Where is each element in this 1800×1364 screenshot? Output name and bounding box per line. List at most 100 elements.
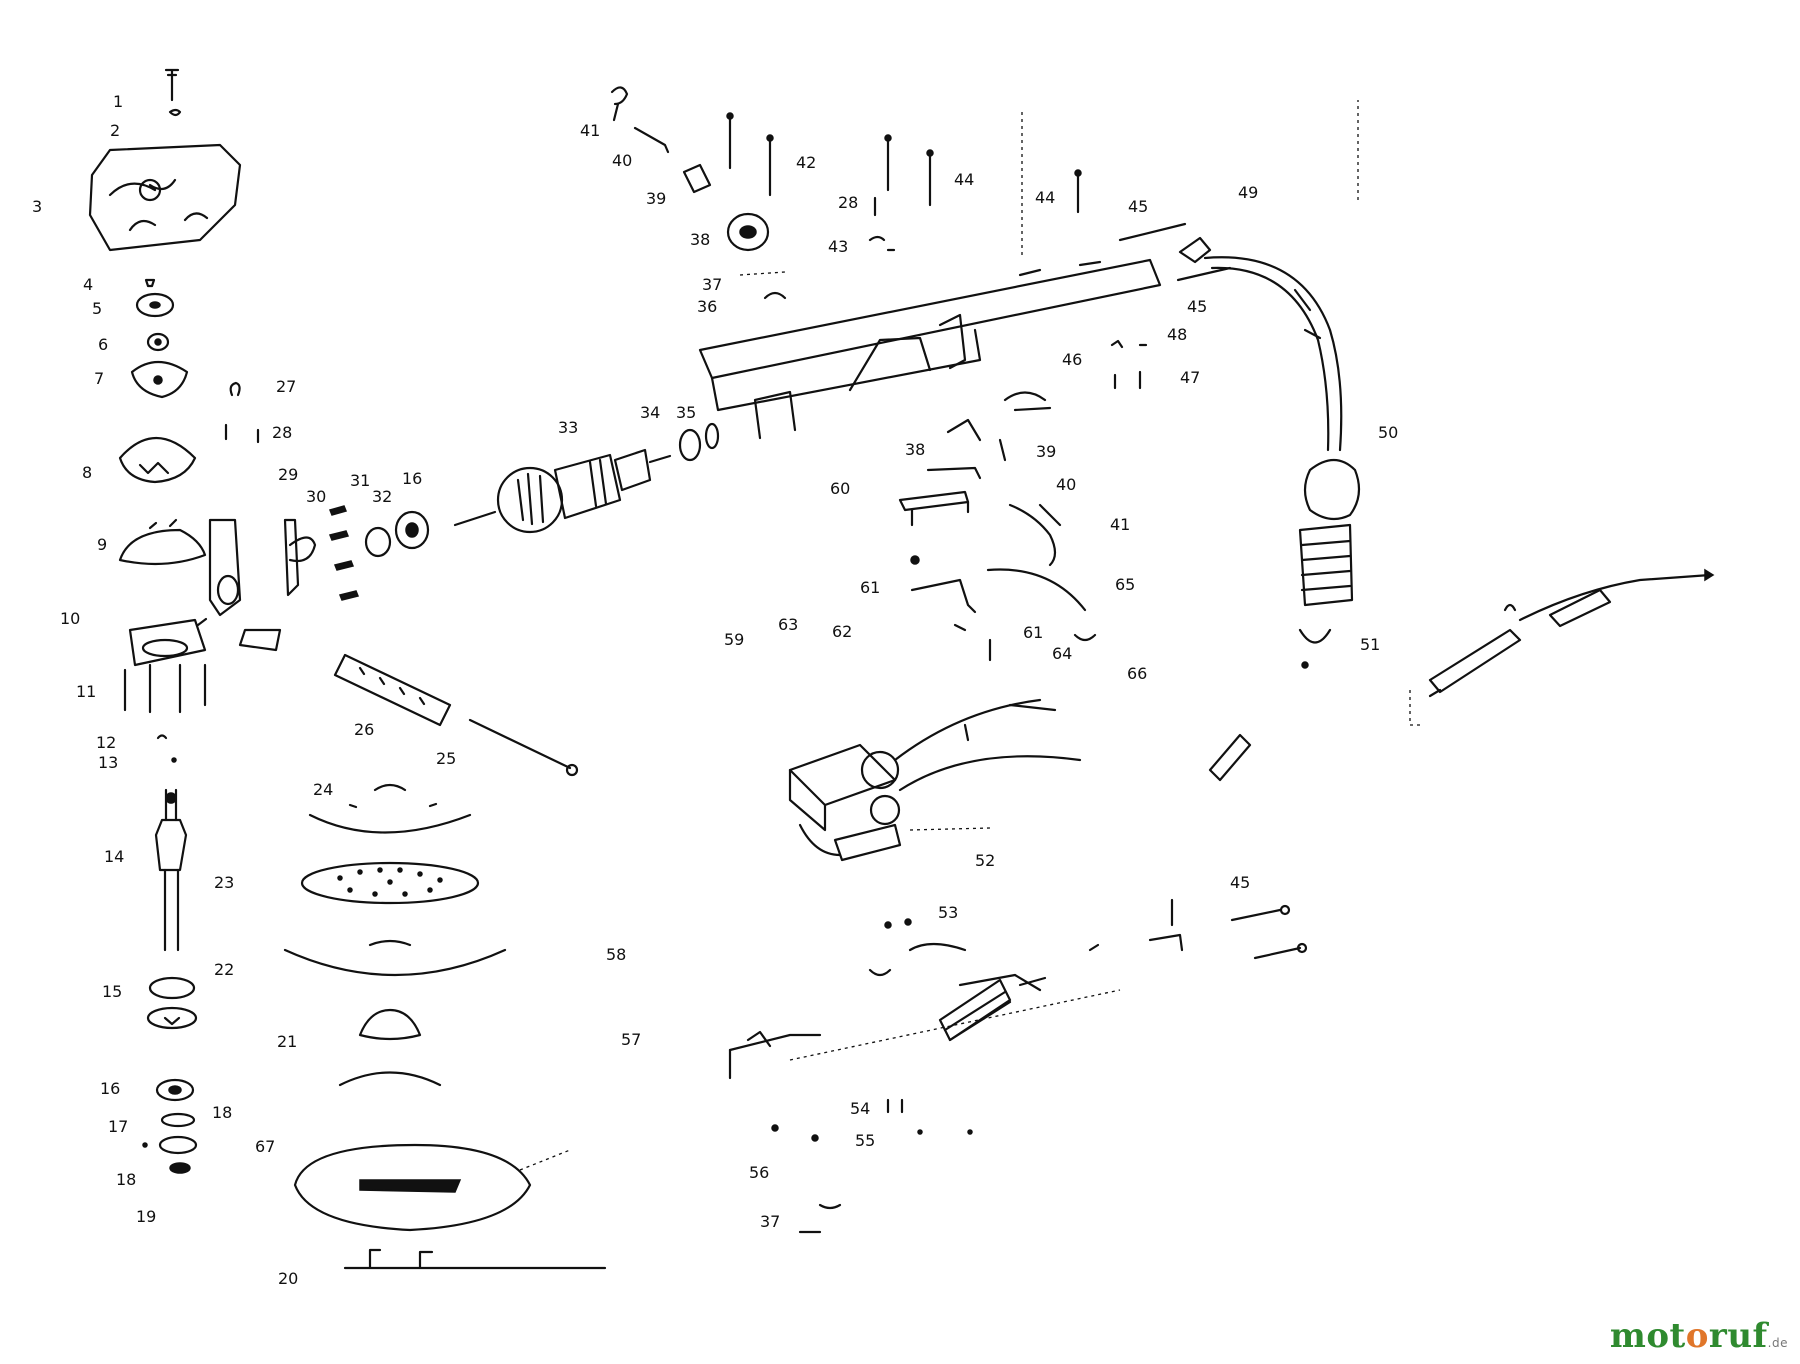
- callout-24: 24: [313, 780, 333, 799]
- callout-28-top: 28: [838, 193, 858, 212]
- part-lever-40: [633, 126, 670, 154]
- callout-63: 63: [778, 615, 798, 634]
- part-washers-17-18: [142, 1112, 198, 1174]
- callout-40: 40: [612, 151, 632, 170]
- callout-23: 23: [214, 873, 234, 892]
- callout-3: 3: [32, 197, 42, 216]
- callout-36: 36: [697, 297, 717, 316]
- callout-12: 12: [96, 733, 116, 752]
- callout-6: 6: [98, 335, 108, 354]
- callout-44: 44: [954, 170, 974, 189]
- callout-67: 67: [255, 1137, 275, 1156]
- callout-40-mid: 40: [1056, 475, 1076, 494]
- callout-60: 60: [830, 479, 850, 498]
- part-base-20: [293, 1143, 607, 1270]
- callout-45-mid: 45: [1187, 297, 1207, 316]
- part-knob-38: [726, 212, 770, 252]
- part-bearings-34-35: [678, 422, 720, 462]
- callout-37-lower: 37: [760, 1212, 780, 1231]
- callout-14: 14: [104, 847, 124, 866]
- callout-8: 8: [82, 463, 92, 482]
- callout-29: 29: [278, 465, 298, 484]
- part-trigger-assembly: [868, 942, 1047, 1042]
- callout-52: 52: [975, 851, 995, 870]
- part-screws-42: [726, 112, 774, 197]
- callout-65: 65: [1115, 575, 1135, 594]
- part-pins-45: [1118, 222, 1232, 282]
- part-gear-7: [130, 360, 189, 399]
- part-pins-45-lower: [1230, 904, 1308, 960]
- callout-58: 58: [606, 945, 626, 964]
- callout-61: 61: [860, 578, 880, 597]
- callout-66: 66: [1127, 664, 1147, 683]
- part-nut-4-5: [135, 278, 175, 318]
- callout-57: 57: [621, 1030, 641, 1049]
- part-bracket-9: [118, 518, 282, 652]
- callout-38: 38: [690, 230, 710, 249]
- callout-4: 4: [83, 275, 93, 294]
- part-armature-33: [453, 448, 672, 534]
- callout-27: 27: [276, 377, 296, 396]
- part-bracket-61-62: [910, 555, 1097, 642]
- callout-17: 17: [108, 1117, 128, 1136]
- part-handle-tube: [698, 100, 1359, 440]
- callout-39-mid: 39: [1036, 442, 1056, 461]
- part-bracket-lower-right: [1088, 898, 1184, 952]
- callout-45: 45: [1128, 197, 1148, 216]
- part-pad-22: [283, 939, 507, 977]
- part-cover-8: [118, 436, 197, 484]
- callout-51: 51: [1360, 635, 1380, 654]
- callout-39: 39: [646, 189, 666, 208]
- callout-10: 10: [60, 609, 80, 628]
- callout-43: 43: [828, 237, 848, 256]
- part-gear-housing-3: [88, 143, 242, 252]
- part-bits-53: [884, 918, 912, 929]
- callout-62: 62: [832, 622, 852, 641]
- part-hub-21: [338, 1008, 442, 1087]
- part-bracket-57: [728, 989, 1121, 1080]
- callout-15: 15: [102, 982, 122, 1001]
- part-housing-10: [128, 617, 208, 667]
- callout-44-right: 44: [1035, 188, 1055, 207]
- part-pad-24: [308, 783, 472, 834]
- part-screw-41: [610, 86, 629, 122]
- callout-53: 53: [938, 903, 958, 922]
- part-disc-15: [146, 976, 198, 1030]
- part-nut-16: [155, 1078, 195, 1102]
- part-bracket-60: [898, 490, 970, 527]
- callout-30: 30: [306, 487, 326, 506]
- callout-5: 5: [92, 299, 102, 318]
- part-clip-38-39-mid: [926, 418, 1007, 480]
- callout-47: 47: [1180, 368, 1200, 387]
- part-rod-25: [468, 718, 579, 777]
- callout-1: 1: [113, 92, 123, 111]
- callout-48: 48: [1167, 325, 1187, 344]
- callout-45-lower: 45: [1230, 873, 1250, 892]
- callout-59: 59: [724, 630, 744, 649]
- callout-16-upper: 16: [402, 469, 422, 488]
- callout-11: 11: [76, 682, 96, 701]
- motoruf-watermark-logo: motoruf.de: [1609, 1316, 1788, 1356]
- callout-25: 25: [436, 749, 456, 768]
- part-small-parts-46-48: [1003, 339, 1148, 412]
- callout-56: 56: [749, 1163, 769, 1182]
- part-spindle-14: [154, 788, 188, 952]
- callout-31: 31: [350, 471, 370, 490]
- callout-34: 34: [640, 403, 660, 422]
- callout-41: 41: [580, 121, 600, 140]
- callout-16: 16: [100, 1079, 120, 1098]
- part-washer-2: [168, 108, 182, 117]
- part-brush-26: [333, 653, 452, 727]
- callout-18: 18: [212, 1103, 232, 1122]
- part-screws-11: [123, 663, 207, 714]
- part-clip-right: [1208, 733, 1252, 782]
- part-perforated-pad-23: [300, 861, 480, 905]
- callout-26: 26: [354, 720, 374, 739]
- part-screws-43-44: [868, 134, 1082, 252]
- part-clamp-41-mid: [1008, 503, 1062, 567]
- callout-28: 28: [272, 423, 292, 442]
- callout-54: 54: [850, 1099, 870, 1118]
- callout-35: 35: [676, 403, 696, 422]
- callout-18-lower: 18: [116, 1170, 136, 1189]
